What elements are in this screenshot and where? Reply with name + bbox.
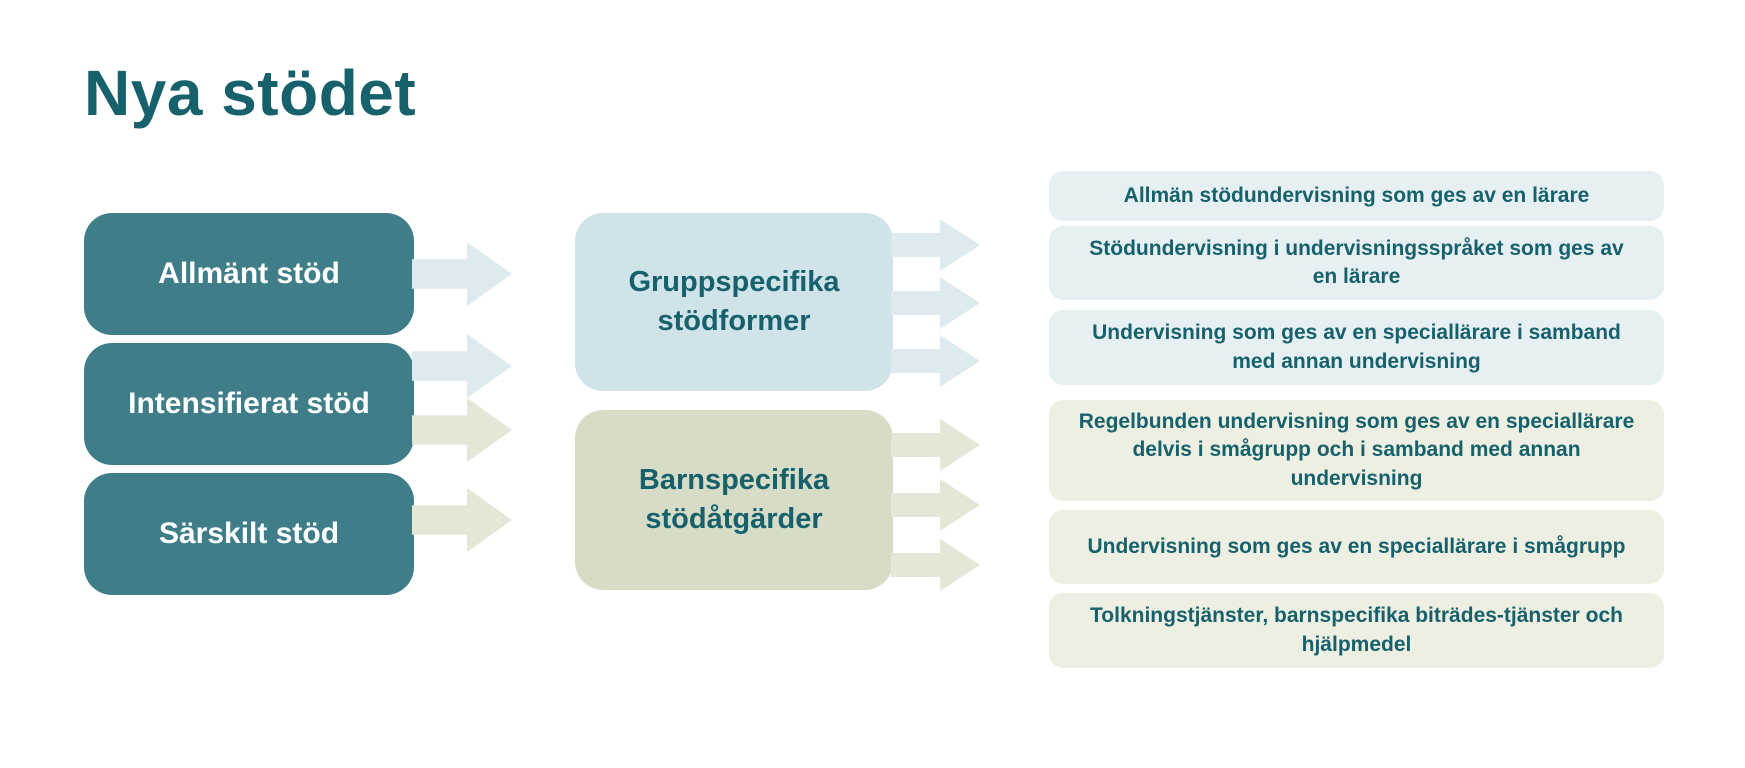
right-box-text: Allmän stödundervisning som ges av en lä… — [1123, 183, 1590, 207]
right-box-regelbunden-undervisning: Regelbunden undervisning som ges av en s… — [1049, 400, 1664, 501]
flow-arrow-icon — [412, 334, 512, 398]
flow-arrow-icon — [891, 539, 980, 591]
flow-arrow-icon — [412, 398, 512, 462]
mid-box-gruppspecifika-stodformer: Gruppspecifika stödformer — [575, 213, 893, 391]
right-box-text: Undervisning som ges av en speciallärare… — [1092, 321, 1621, 373]
right-box-speciallarare-samband: Undervisning som ges av en speciallärare… — [1049, 310, 1664, 385]
mid-box-label: Gruppspecifika stödformer — [628, 265, 840, 337]
right-box-allman-stodundervisning: Allmän stödundervisning som ges av en lä… — [1049, 171, 1664, 221]
left-box-label: Intensifierat stöd — [128, 387, 370, 420]
right-box-tolkningstjanster: Tolkningstjänster, barnspecifika biträde… — [1049, 593, 1664, 668]
flow-arrow-icon — [412, 488, 512, 552]
right-box-stodundervisning-undervisningssprak: Stödundervisning i undervisningsspråket … — [1049, 226, 1664, 300]
left-box-label: Särskilt stöd — [158, 517, 340, 550]
flow-arrow-icon — [891, 277, 980, 329]
right-box-text: Regelbunden undervisning som ges av en s… — [1078, 409, 1635, 490]
left-box-intensifierat-stod: Intensifierat stöd — [84, 343, 414, 465]
right-box-text: Tolkningstjänster, barnspecifika biträde… — [1090, 604, 1623, 656]
mid-box-label: Barnspecifika stödåtgärder — [638, 463, 830, 535]
left-box-sarskilt-stod: Särskilt stöd — [84, 473, 414, 595]
right-box-text: Stödundervisning i undervisningsspråket … — [1089, 236, 1624, 288]
right-box-text: Undervisning som ges av en speciallärare… — [1087, 534, 1626, 558]
left-box-label: Allmänt stöd — [158, 257, 340, 290]
flow-arrow-icon — [891, 419, 980, 471]
mid-box-barnspecifika-stodatgarder: Barnspecifika stödåtgärder — [575, 410, 893, 590]
flow-arrow-icon — [891, 479, 980, 531]
left-box-allmant-stod: Allmänt stöd — [84, 213, 414, 335]
flow-arrow-icon — [891, 335, 980, 387]
page-title: Nya stödet — [84, 57, 417, 129]
right-box-speciallarare-smagrupp: Undervisning som ges av en speciallärare… — [1049, 510, 1664, 584]
flow-arrow-icon — [891, 219, 980, 271]
flow-arrow-icon — [412, 242, 512, 306]
